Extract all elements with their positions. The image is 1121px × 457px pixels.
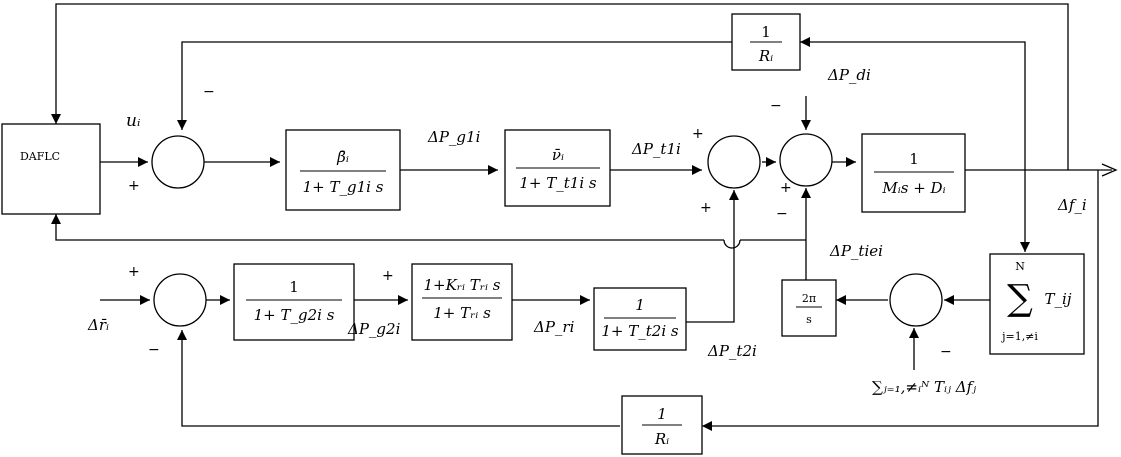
turb2-den: 1+ T_t2i s [601,322,679,340]
label-tie-sum: ∑ⱼ₌₁,≠ᵢᴺ Tᵢⱼ Δfⱼ [872,378,976,396]
signal-labels: uᵢ ΔP_g1i ΔP_t1i ΔP_di Δf_i ΔP_tiei Δr̄ᵢ… [87,66,1087,396]
beta-num: β̄ᵢ [336,148,349,166]
reheat-block: 1+Kᵣᵢ Tᵣᵢ s 1+ Tᵣᵢ s [411,263,513,341]
nu-den: 1+ T_t1i s [519,174,597,192]
droop-top-den: Rᵢ [758,47,773,65]
label-pt1: ΔP_t1i [631,140,681,158]
sign-markers: − + + + − + − + − + − [128,84,952,360]
gov2-block: 1 1+ T_g2i s [233,263,355,341]
gov2-den: 1+ T_g2i s [254,306,335,324]
dafl-label: DAFLC [20,150,60,163]
droop-top-block: 1 Rᵢ [731,13,801,71]
tie-int-num: 2π [802,292,816,305]
summing-junction-3 [779,133,833,187]
reheat-den: 1+ Tᵣᵢ s [433,304,491,322]
sum-t-block: N ∑ j=1,≠i T_ij [989,253,1085,355]
tie-integrator-block: 2π s [781,279,837,337]
sign-plus-4: + [780,180,792,196]
summing-junction-2 [707,135,761,189]
beta-governor-block: β̄ᵢ 1+ T_g1i s [285,129,401,211]
arrowheads [51,37,1030,431]
sign-minus-4: − [148,342,160,358]
label-pg1: ΔP_g1i [427,128,481,146]
droop-bottom-block: 1 Rᵢ [621,395,703,455]
sign-plus-3: + [700,200,712,216]
sigma-top: N [1015,260,1025,273]
load-den: Mᵢs + Dᵢ [881,179,945,197]
tie-int-den: s [806,313,812,326]
turb2-num: 1 [635,296,645,314]
sign-minus-3: − [776,206,788,222]
load-num: 1 [909,150,919,168]
dafl-controller: DAFLC [1,123,101,215]
sign-plus-6: + [382,268,394,284]
turb2-block: 1 1+ T_t2i s [593,287,687,351]
droop-bottom-num: 1 [657,405,667,423]
label-r-ref: Δr̄ᵢ [87,316,109,334]
label-pd: ΔP_di [827,66,871,84]
sigma-icon: ∑ [1007,278,1033,319]
gov2-num: 1 [289,278,299,296]
sign-plus-1: + [128,178,140,194]
label-ptie: ΔP_tiei [829,242,883,260]
droop-top-num: 1 [761,23,771,41]
label-pt2: ΔP_t2i [707,342,757,360]
label-df: Δf_i [1057,196,1087,214]
summing-junction-1 [151,135,205,189]
sign-minus-1: − [203,84,215,100]
label-pg2: ΔP_g2i [347,320,401,338]
sign-minus-5: − [940,344,952,360]
sign-plus-2: + [692,126,704,142]
summing-junction-4 [889,273,943,327]
sign-plus-5: + [128,264,140,280]
beta-den: 1+ T_g1i s [303,178,384,196]
label-pr: ΔP_ri [533,318,575,336]
sigma-bottom: j=1,≠i [1000,330,1038,343]
load-block: 1 Mᵢs + Dᵢ [861,133,966,213]
sigma-term: T_ij [1045,290,1072,308]
summing-junction-5 [153,273,207,327]
reheat-num: 1+Kᵣᵢ Tᵣᵢ s [423,276,500,294]
droop-bottom-den: Rᵢ [654,430,669,448]
sign-minus-2: − [770,98,782,114]
label-u: uᵢ [126,111,140,131]
nu-num: ν̄ᵢ [552,146,564,164]
wires [55,3,1118,427]
nu-turbine-block: ν̄ᵢ 1+ T_t1i s [504,129,611,207]
